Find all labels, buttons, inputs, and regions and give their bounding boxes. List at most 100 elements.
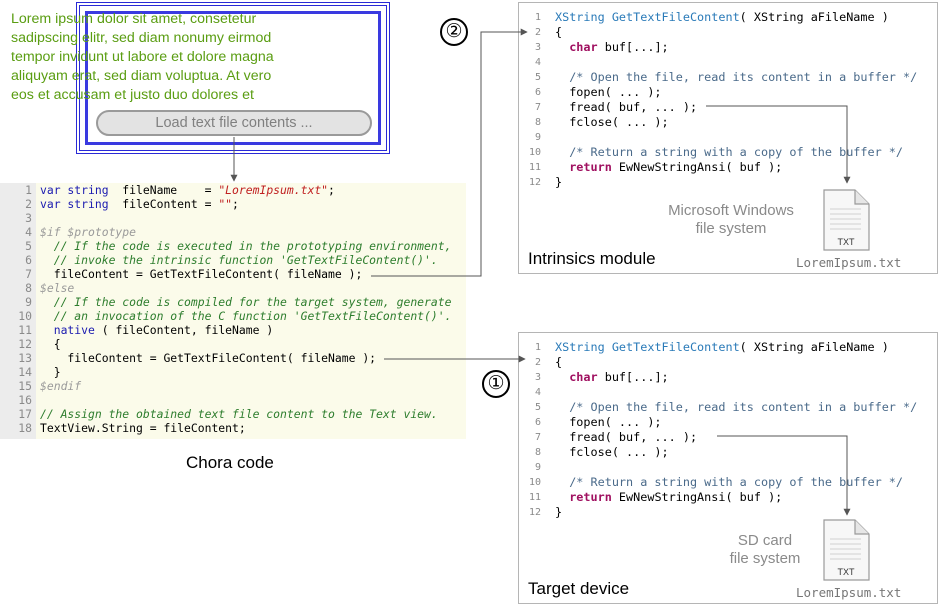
- line-number: 9: [25, 295, 32, 309]
- code-token: EwNewStringAnsi( buf );: [611, 490, 783, 504]
- line-number: 4: [534, 57, 541, 68]
- line-code: /* Open the file, read its content in a …: [555, 400, 917, 415]
- line-number: 4: [534, 387, 541, 398]
- c-code-line: 9: [519, 130, 937, 145]
- line-code: // If the code is compiled for the targe…: [40, 295, 452, 309]
- c-code-line: 5 /* Open the file, read its content in …: [519, 70, 937, 85]
- line-code: TextView.String = fileContent;: [40, 421, 246, 435]
- code-line: 5 // If the code is executed in the prot…: [0, 239, 466, 253]
- load-text-file-button[interactable]: Load text file contents ...: [96, 110, 372, 136]
- line-code: /* Return a string with a copy of the bu…: [555, 475, 903, 490]
- c-code-line: 9: [519, 460, 937, 475]
- intrinsics-module-box: 1 XString GetTextFileContent( XString aFi…: [518, 2, 938, 274]
- code-line: 7 fileContent = GetTextFileContent( file…: [0, 267, 466, 281]
- code-token: }: [555, 175, 563, 189]
- code-token: EwNewStringAnsi( buf );: [611, 160, 783, 174]
- line-number: 17: [18, 407, 32, 421]
- line-code: fileContent = GetTextFileContent( fileNa…: [40, 351, 376, 365]
- line-number: 9: [534, 132, 541, 143]
- line-code: char buf[...];: [555, 370, 668, 385]
- line-number: 5: [534, 72, 541, 83]
- code-line: 10 // an invocation of the C function 'G…: [0, 309, 466, 323]
- line-number: 13: [18, 351, 32, 365]
- line-code: /* Return a string with a copy of the bu…: [555, 145, 903, 160]
- line-number: 2: [25, 197, 32, 211]
- line-number: 16: [18, 393, 32, 407]
- line-number: 6: [534, 87, 541, 98]
- c-code-line: 3 char buf[...];: [519, 40, 937, 55]
- code-token: ( XString aFileName ): [739, 340, 889, 354]
- line-code: }: [40, 365, 61, 379]
- c-code-line: 3 char buf[...];: [519, 370, 937, 385]
- code-token: ( XString aFileName ): [739, 10, 889, 24]
- line-number: 11: [18, 323, 32, 337]
- c-code-line: 10 /* Return a string with a copy of the…: [519, 475, 937, 490]
- line-number: 12: [528, 507, 541, 518]
- line-code: $if $prototype: [40, 225, 136, 239]
- code-token: char: [555, 40, 598, 54]
- code-line: 17 // Assign the obtained text file conte…: [0, 407, 466, 421]
- code-token: // Assign the obtained text file content…: [40, 407, 438, 421]
- line-number: 12: [18, 337, 32, 351]
- step-2-badge: ②: [440, 18, 468, 46]
- c-code-line: 8 fclose( ... );: [519, 115, 937, 130]
- c-code-line: 12}: [519, 505, 937, 520]
- code-token: TextView.String = fileContent;: [40, 421, 246, 435]
- code-line: 14 }: [0, 365, 466, 379]
- c-code-line: 4: [519, 385, 937, 400]
- line-code: // invoke the intrinsic function 'GetTex…: [40, 253, 438, 267]
- lorem-line: eos et accusam et justo duo dolores et: [11, 87, 254, 103]
- line-number: 15: [18, 379, 32, 393]
- line-number: 12: [528, 177, 541, 188]
- intrinsics-fs-label: Microsoft Windows file system: [651, 202, 811, 238]
- line-code: $endif: [40, 379, 81, 393]
- intrinsics-fs-line2: file system: [695, 220, 767, 237]
- txt-file-ext: TXT: [838, 237, 856, 247]
- line-code: fileContent = GetTextFileContent( fileNa…: [40, 267, 363, 281]
- line-code: var string fileContent = "";: [40, 197, 239, 211]
- lorem-line: sadipscing elitr, sed diam nonumy eirmod: [11, 30, 272, 46]
- code-token: fileName =: [108, 183, 219, 197]
- line-number: 10: [528, 477, 541, 488]
- line-number: 1: [534, 12, 541, 23]
- code-token: // If the code is compiled for the targe…: [40, 295, 452, 309]
- intrinsics-title: Intrinsics module: [528, 249, 656, 268]
- line-number: 10: [528, 147, 541, 158]
- line-number: 6: [534, 417, 541, 428]
- step-1-badge: ①: [482, 370, 510, 398]
- code-token: fopen( ... );: [555, 415, 662, 429]
- line-code: fread( buf, ... );: [555, 430, 697, 445]
- code-token: /* Open the file, read its content in a …: [555, 400, 918, 414]
- target-file-name: LoremIpsum.txt: [796, 585, 902, 600]
- line-code: fopen( ... );: [555, 85, 661, 100]
- c-code-line: 2{: [519, 25, 937, 40]
- txt-file-icon: TXT: [823, 189, 870, 251]
- c-code-line: 6 fopen( ... );: [519, 415, 937, 430]
- chora-code-area: [36, 183, 466, 439]
- code-token: /* Return a string with a copy of the bu…: [555, 475, 904, 489]
- line-code: XString GetTextFileContent( XString aFil…: [555, 10, 889, 25]
- line-number: 14: [18, 365, 32, 379]
- line-code: // Assign the obtained text file content…: [40, 407, 438, 421]
- code-line: 2 var string fileContent = "";: [0, 197, 466, 211]
- line-number: 8: [534, 117, 541, 128]
- line-number: 8: [534, 447, 541, 458]
- line-code: }: [555, 505, 562, 520]
- c-code-line: 2{: [519, 355, 937, 370]
- code-token: GetTextFileContent: [611, 10, 740, 24]
- lorem-text: Lorem ipsum dolor sit amet, consetetur s…: [11, 10, 301, 105]
- line-code: fread( buf, ... );: [555, 100, 697, 115]
- code-token: $else: [40, 281, 75, 295]
- c-code-line: 7 fread( buf, ... );: [519, 430, 937, 445]
- line-number: 9: [534, 462, 541, 473]
- code-token: fileContent =: [108, 197, 219, 211]
- code-token: ;: [328, 183, 335, 197]
- line-number: 3: [534, 372, 541, 383]
- code-token: buf[...];: [597, 40, 669, 54]
- line-code: {: [40, 337, 61, 351]
